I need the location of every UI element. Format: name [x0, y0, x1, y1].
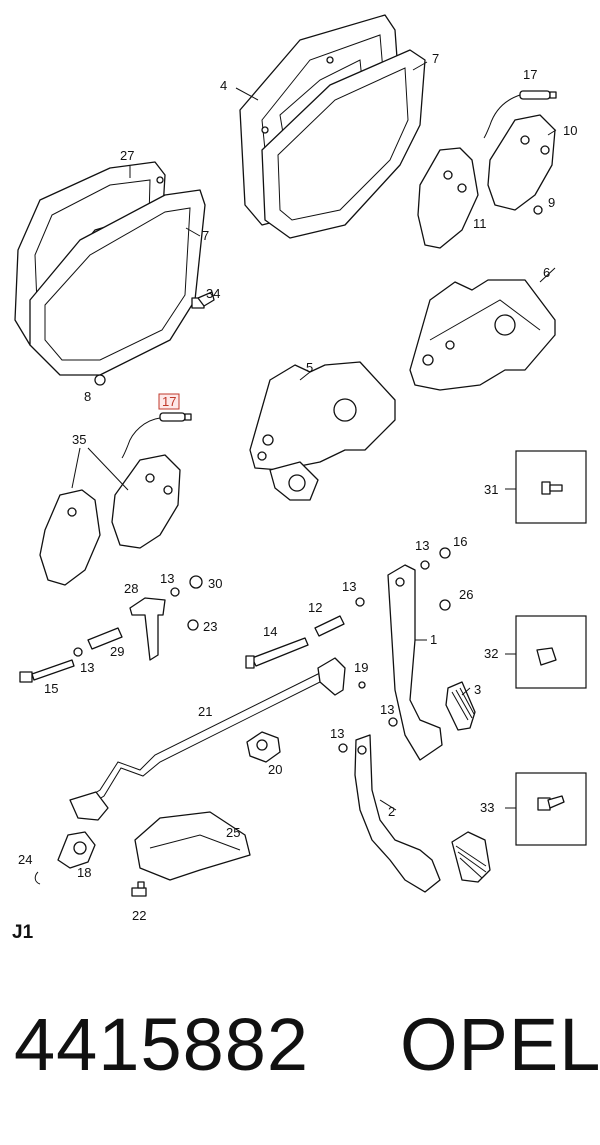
- bushing-20: [246, 731, 281, 763]
- callout-1: 1: [430, 632, 437, 647]
- callout-29: 29: [110, 644, 124, 659]
- bolt-15: [19, 659, 75, 683]
- callout-8: 8: [84, 389, 91, 404]
- callout-31: 31: [484, 482, 498, 497]
- part-number: 4415882: [14, 1003, 310, 1086]
- pedal-2: [354, 734, 441, 893]
- callout-13-c: 13: [342, 579, 356, 594]
- nut-13-f: [338, 743, 348, 753]
- nut-13-b: [73, 647, 83, 657]
- callout-24: 24: [18, 852, 32, 867]
- clip-19: [358, 681, 366, 689]
- pedal-pad: [451, 831, 491, 883]
- callout-2: 2: [388, 804, 395, 819]
- nut-26: [439, 599, 451, 611]
- nut-9: [533, 205, 543, 215]
- callout-25: 25: [226, 825, 240, 840]
- callout-21: 21: [198, 704, 212, 719]
- nut-13-d: [420, 560, 430, 570]
- callout-17-upper: 17: [523, 67, 537, 82]
- pivot-bracket-28: [129, 597, 166, 661]
- mount-bracket-5: [249, 361, 396, 501]
- callout-16: 16: [453, 534, 467, 549]
- clip-24: [34, 871, 41, 885]
- callout-20: 20: [268, 762, 282, 777]
- detail-box-33: [515, 772, 587, 846]
- bushing-29: [87, 627, 123, 650]
- nut-30: [189, 575, 203, 589]
- callout-34: 34: [206, 286, 220, 301]
- callout-13-e: 13: [380, 702, 394, 717]
- callout-18: 18: [77, 865, 91, 880]
- callout-27: 27: [120, 148, 134, 163]
- brand-name: OPEL: [400, 1003, 600, 1086]
- detail-box-32: [515, 615, 587, 689]
- callout-19: 19: [354, 660, 368, 675]
- section-code: J1: [12, 922, 34, 943]
- callout-9: 9: [548, 195, 555, 210]
- pedal-1: [387, 564, 443, 761]
- gasket-7-upper: [261, 49, 426, 239]
- callout-35: 35: [72, 432, 86, 447]
- callout-13-f: 13: [330, 726, 344, 741]
- nut-13-a: [170, 587, 180, 597]
- nut-8: [94, 374, 106, 386]
- shaft-21: [69, 657, 346, 821]
- sensor-17-upper: [483, 90, 557, 139]
- leader-lines: [71, 61, 557, 811]
- callout-13-b: 13: [80, 660, 94, 675]
- callout-23: 23: [203, 619, 217, 634]
- detail-box-31: [515, 450, 587, 524]
- callout-33: 33: [480, 800, 494, 815]
- bushing-18: [57, 831, 96, 869]
- callout-6: 6: [543, 265, 550, 280]
- callout-12: 12: [308, 600, 322, 615]
- callout-17-lower-highlight: [158, 393, 180, 410]
- callout-4: 4: [220, 78, 227, 93]
- nut-13-e: [388, 717, 398, 727]
- shield-25: [134, 811, 251, 881]
- callout-labels: 4 7 17 10 27 7 9 11 6 34 5 8 17 35 31 13…: [18, 51, 577, 923]
- bolt-34: [191, 291, 215, 309]
- nut-23: [187, 619, 199, 631]
- callout-13-top: 13: [415, 538, 429, 553]
- callout-15: 15: [44, 681, 58, 696]
- callout-13-a: 13: [160, 571, 174, 586]
- bracket-11: [417, 147, 479, 249]
- clip-22: [131, 881, 147, 897]
- sensor-17-lower: [121, 412, 192, 459]
- bracket-10: [487, 114, 556, 211]
- callout-26: 26: [459, 587, 473, 602]
- pedal-pad-3: [445, 681, 476, 731]
- callout-30: 30: [208, 576, 222, 591]
- bracket-35: [39, 454, 181, 586]
- mount-bracket-6: [409, 279, 556, 391]
- nut-16: [439, 547, 451, 559]
- callout-32: 32: [484, 646, 498, 661]
- callout-28: 28: [124, 581, 138, 596]
- pivot-pin-14: [245, 637, 309, 669]
- callout-5: 5: [306, 360, 313, 375]
- callout-22: 22: [132, 908, 146, 923]
- callout-3: 3: [474, 682, 481, 697]
- callout-14: 14: [263, 624, 277, 639]
- bushing-12: [314, 615, 345, 637]
- callout-7-upper: 7: [432, 51, 439, 66]
- nut-13-c: [355, 597, 365, 607]
- callout-10: 10: [563, 123, 577, 138]
- callout-7-lower: 7: [202, 228, 209, 243]
- callout-17-lower: 17: [162, 394, 176, 409]
- callout-11: 11: [473, 216, 487, 231]
